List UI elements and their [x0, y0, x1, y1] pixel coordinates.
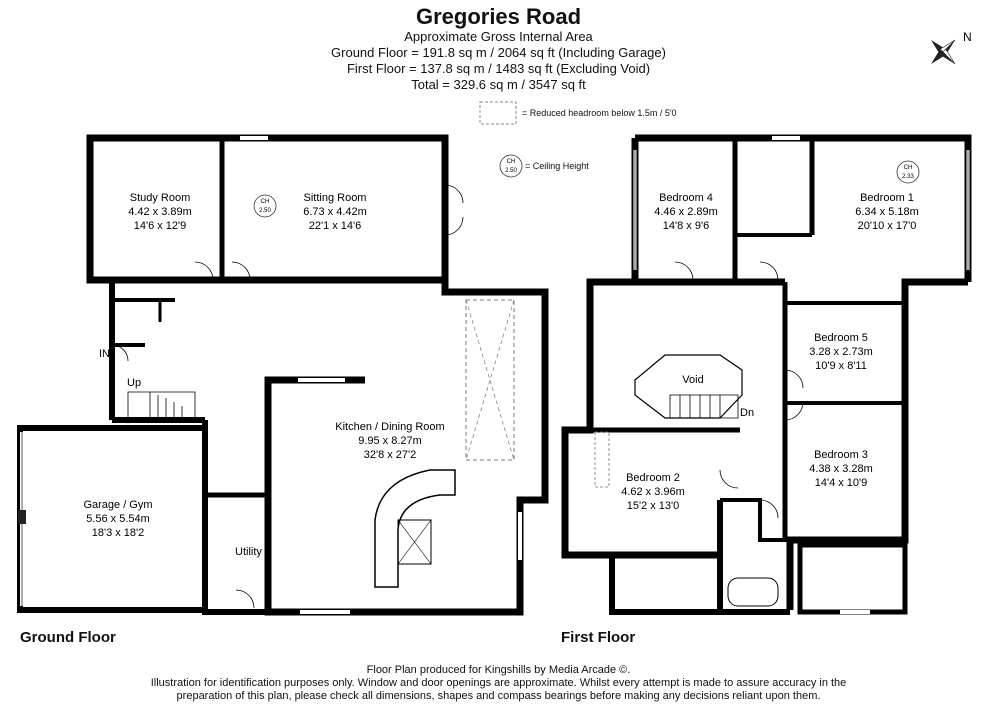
first-floor-label: First Floor — [561, 629, 636, 646]
stairs-down-label: Dn — [740, 407, 754, 419]
svg-text:4.62 x 3.96m: 4.62 x 3.96m — [621, 486, 685, 498]
room-study: Study Room 4.42 x 3.89m 14'6 x 12'9 — [128, 192, 192, 232]
stairs-up-label: Up — [127, 377, 141, 389]
room-bedroom-5: Bedroom 5 3.28 x 2.73m 10'9 x 8'11 — [809, 332, 873, 372]
ground-floor-area: Ground Floor = 191.8 sq m / 2064 sq ft (… — [331, 45, 666, 60]
room-utility: Utility — [235, 546, 262, 558]
room-bedroom-1: Bedroom 1 6.34 x 5.18m 20'10 x 17'0 — [855, 192, 919, 232]
room-garage: Garage / Gym 5.56 x 5.54m 18'3 x 18'2 — [83, 499, 152, 539]
footer-disclaimer-1: Illustration for identification purposes… — [150, 677, 847, 689]
svg-text:4.46 x 2.89m: 4.46 x 2.89m — [654, 206, 718, 218]
room-bedroom-4: Bedroom 4 4.46 x 2.89m 14'8 x 9'6 — [654, 192, 718, 232]
svg-text:Bedroom 2: Bedroom 2 — [626, 472, 680, 484]
svg-text:5.56 x 5.54m: 5.56 x 5.54m — [86, 513, 150, 525]
svg-text:Bedroom 3: Bedroom 3 — [814, 449, 868, 461]
svg-text:14'6 x 12'9: 14'6 x 12'9 — [134, 220, 187, 232]
legend-ch-badge: CH 2.50 — [499, 154, 523, 178]
svg-text:9.95 x 8.27m: 9.95 x 8.27m — [358, 435, 422, 447]
svg-text:Bedroom 1: Bedroom 1 — [860, 192, 914, 204]
footer-credit: Floor Plan produced for Kingshills by Me… — [366, 664, 631, 676]
svg-text:2.50: 2.50 — [259, 208, 271, 214]
compass-north-label: N — [963, 30, 972, 44]
footer-disclaimer-2: preparation of this plan, please check a… — [176, 690, 821, 702]
ground-floor-label: Ground Floor — [20, 629, 116, 646]
compass-icon — [930, 39, 956, 65]
svg-text:Kitchen / Dining Room: Kitchen / Dining Room — [335, 421, 444, 433]
svg-text:CH: CH — [507, 159, 516, 165]
svg-text:Bedroom 5: Bedroom 5 — [814, 332, 868, 344]
area-heading: Approximate Gross Internal Area — [404, 29, 593, 44]
entrance-label: IN — [99, 348, 110, 360]
ground-floor-plan — [17, 134, 549, 616]
legend-ceiling-height: = Ceiling Height — [525, 161, 589, 171]
legend-reduced-headroom: = Reduced headroom below 1.5m / 5'0 — [522, 108, 677, 118]
svg-text:6.34 x 5.18m: 6.34 x 5.18m — [855, 206, 919, 218]
first-floor-area: First Floor = 137.8 sq m / 1483 sq ft (E… — [346, 61, 651, 76]
svg-text:15'2 x 13'0: 15'2 x 13'0 — [627, 500, 680, 512]
svg-text:2.50: 2.50 — [505, 168, 517, 174]
reduced-headroom-swatch — [479, 101, 517, 125]
void-label: Void — [682, 374, 703, 386]
svg-text:Study Room: Study Room — [130, 192, 191, 204]
svg-text:20'10 x 17'0: 20'10 x 17'0 — [858, 220, 917, 232]
room-sitting: Sitting Room 6.73 x 4.42m 22'1 x 14'6 — [303, 192, 367, 232]
svg-text:14'8 x 9'6: 14'8 x 9'6 — [663, 220, 709, 232]
room-bedroom-3: Bedroom 3 4.38 x 3.28m 14'4 x 10'9 — [809, 449, 873, 489]
svg-text:4.42 x 3.89m: 4.42 x 3.89m — [128, 206, 192, 218]
svg-text:10'9 x 8'11: 10'9 x 8'11 — [815, 360, 867, 372]
svg-text:3.28 x 2.73m: 3.28 x 2.73m — [809, 346, 873, 358]
sitting-ch-badge: CH 2.50 — [253, 194, 277, 218]
svg-text:4.38 x 3.28m: 4.38 x 3.28m — [809, 463, 873, 475]
svg-text:Sitting Room: Sitting Room — [304, 192, 367, 204]
room-bedroom-2: Bedroom 2 4.62 x 3.96m 15'2 x 13'0 — [621, 472, 685, 512]
svg-text:32'8 x 27'2: 32'8 x 27'2 — [364, 449, 417, 461]
plan-title: Gregories Road — [415, 4, 582, 29]
svg-text:Bedroom 4: Bedroom 4 — [659, 192, 713, 204]
svg-text:2.33: 2.33 — [902, 174, 914, 180]
svg-text:CH: CH — [904, 165, 913, 171]
bedroom-1-ch-badge: CH 2.33 — [896, 160, 920, 184]
svg-text:22'1 x 14'6: 22'1 x 14'6 — [309, 220, 362, 232]
svg-text:6.73 x 4.42m: 6.73 x 4.42m — [303, 206, 367, 218]
total-area: Total = 329.6 sq m / 3547 sq ft — [411, 77, 586, 92]
first-floor-plan — [561, 134, 972, 615]
room-kitchen: Kitchen / Dining Room 9.95 x 8.27m 32'8 … — [335, 421, 444, 461]
svg-text:CH: CH — [261, 199, 270, 205]
svg-text:14'4 x 10'9: 14'4 x 10'9 — [815, 477, 868, 489]
svg-text:18'3 x 18'2: 18'3 x 18'2 — [92, 527, 145, 539]
svg-text:Garage / Gym: Garage / Gym — [83, 499, 152, 511]
